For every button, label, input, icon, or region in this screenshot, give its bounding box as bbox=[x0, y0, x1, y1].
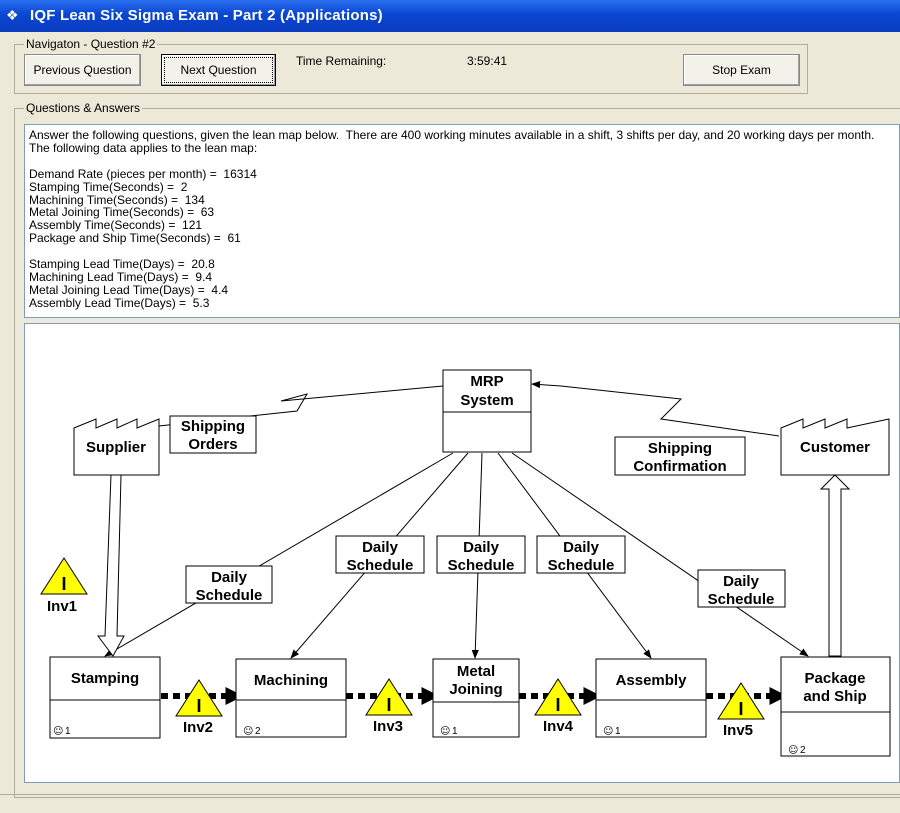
svg-text:Daily: Daily bbox=[723, 573, 760, 590]
navigation-group bbox=[14, 44, 808, 94]
next-question-button[interactable]: Next Question bbox=[161, 54, 276, 86]
svg-text:Inv3: Inv3 bbox=[373, 718, 403, 735]
svg-text:Inv2: Inv2 bbox=[183, 719, 213, 736]
svg-text:Joining: Joining bbox=[449, 681, 502, 698]
shipping-orders-box bbox=[169, 415, 257, 454]
process-box-stamping: Stamping ☺ 1 bbox=[49, 656, 161, 739]
customer-label: Customer bbox=[800, 439, 870, 456]
schedule-line-package-ship bbox=[511, 452, 809, 657]
svg-text:Inv4: Inv4 bbox=[543, 718, 574, 735]
process-box-package-ship: Package and Ship ☺ 2 bbox=[780, 656, 891, 757]
svg-text:Schedule: Schedule bbox=[196, 587, 263, 604]
lean-map-panel: MRP System Supplier Customer Shipping Or… bbox=[24, 323, 900, 783]
svg-text:Inv5: Inv5 bbox=[723, 722, 753, 739]
svg-text:Daily: Daily bbox=[463, 539, 500, 556]
svg-text:☺: ☺ bbox=[603, 726, 613, 737]
svg-text:Assembly: Assembly bbox=[616, 672, 688, 689]
svg-text:2: 2 bbox=[255, 726, 261, 737]
shipment-arrow bbox=[819, 474, 851, 657]
process-box-machining: Machining ☺ 2 bbox=[235, 658, 347, 738]
inventory-triangle-inv2: I Inv2 bbox=[175, 679, 223, 736]
time-remaining-value: 3:59:41 bbox=[467, 54, 508, 68]
svg-text:I: I bbox=[555, 695, 560, 715]
inventory-triangle-inv5: I Inv5 bbox=[717, 682, 765, 739]
lean-map-diagram: MRP System Supplier Customer Shipping Or… bbox=[40, 369, 891, 757]
svg-text:Daily: Daily bbox=[211, 569, 248, 586]
svg-text:Package: Package bbox=[805, 670, 866, 687]
svg-text:1: 1 bbox=[615, 726, 621, 737]
shipping-orders-line2: Orders bbox=[188, 436, 237, 453]
window-title-bar: ❖ IQF Lean Six Sigma Exam - Part 2 (Appl… bbox=[0, 0, 900, 32]
app-diamond-icon: ❖ bbox=[6, 7, 19, 23]
schedule-line-stamping bbox=[104, 452, 454, 657]
navigation-group-label: Navigaton - Question #2 bbox=[24, 37, 158, 51]
status-divider bbox=[0, 794, 900, 795]
svg-text:☺: ☺ bbox=[788, 745, 798, 756]
inventory-triangle-inv1: I Inv1 bbox=[40, 557, 88, 615]
shipping-confirmation-line2: Confirmation bbox=[633, 458, 726, 475]
svg-text:I: I bbox=[196, 696, 201, 716]
schedule-label-1: Daily Schedule bbox=[185, 565, 273, 604]
svg-text:Machining: Machining bbox=[254, 672, 328, 689]
svg-text:I: I bbox=[61, 574, 66, 594]
svg-text:☺: ☺ bbox=[53, 726, 63, 737]
mrp-system-box bbox=[442, 369, 532, 453]
window-title: IQF Lean Six Sigma Exam - Part 2 (Applic… bbox=[30, 7, 383, 24]
svg-text:☺: ☺ bbox=[243, 726, 253, 737]
mrp-label-line1: MRP bbox=[470, 373, 503, 390]
process-box-assembly: Assembly ☺ 1 bbox=[595, 658, 707, 738]
supplier-push-arrow bbox=[97, 474, 125, 657]
svg-text:I: I bbox=[738, 699, 743, 719]
svg-text:☺: ☺ bbox=[440, 726, 450, 737]
schedule-label-3: Daily Schedule bbox=[436, 535, 526, 574]
supplier-label: Supplier bbox=[86, 439, 146, 456]
schedule-label-2: Daily Schedule bbox=[335, 535, 425, 574]
question-text[interactable]: Answer the following questions, given th… bbox=[24, 124, 900, 318]
stop-exam-button[interactable]: Stop Exam bbox=[683, 54, 800, 86]
svg-text:1: 1 bbox=[452, 726, 458, 737]
svg-text:2: 2 bbox=[800, 745, 806, 756]
inventory-triangle-inv3: I Inv3 bbox=[365, 678, 413, 735]
customer-order-flow bbox=[531, 380, 780, 437]
svg-text:Daily: Daily bbox=[563, 539, 600, 556]
schedule-label-5: Daily Schedule bbox=[697, 569, 786, 608]
shipping-confirmation-line1: Shipping bbox=[648, 440, 712, 457]
svg-text:Schedule: Schedule bbox=[448, 557, 515, 574]
svg-text:Schedule: Schedule bbox=[347, 557, 414, 574]
svg-text:Inv1: Inv1 bbox=[47, 598, 77, 615]
customer-factory-icon bbox=[780, 418, 890, 476]
inventory-triangle-inv4: I Inv4 bbox=[534, 678, 582, 735]
svg-text:and Ship: and Ship bbox=[803, 688, 866, 705]
svg-text:Schedule: Schedule bbox=[708, 591, 775, 608]
svg-text:Stamping: Stamping bbox=[71, 670, 139, 687]
schedule-label-4: Daily Schedule bbox=[536, 535, 626, 574]
time-remaining-label: Time Remaining: bbox=[296, 54, 387, 68]
svg-text:Metal: Metal bbox=[457, 663, 495, 680]
svg-text:Schedule: Schedule bbox=[548, 557, 615, 574]
svg-text:1: 1 bbox=[65, 726, 71, 737]
process-box-metal-joining: Metal Joining ☺ 1 bbox=[432, 658, 520, 738]
shipping-confirmation-box bbox=[614, 436, 746, 476]
questions-answers-group-label: Questions & Answers bbox=[24, 101, 143, 115]
questions-answers-group bbox=[14, 108, 900, 798]
supplier-factory-icon bbox=[73, 418, 160, 476]
previous-question-button[interactable]: Previous Question bbox=[24, 54, 141, 86]
mrp-label-line2: System bbox=[460, 392, 513, 409]
svg-text:Daily: Daily bbox=[362, 539, 399, 556]
svg-text:I: I bbox=[386, 695, 391, 715]
shipping-orders-line1: Shipping bbox=[181, 418, 245, 435]
